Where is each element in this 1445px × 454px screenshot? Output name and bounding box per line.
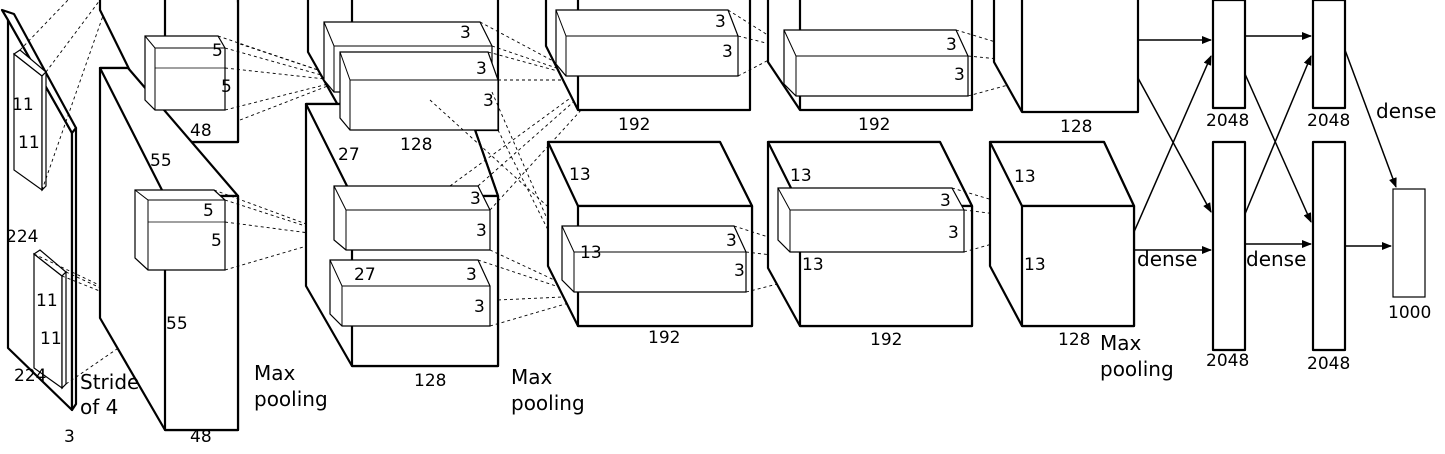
pool2-label-line1: Max (511, 365, 553, 389)
input-kernel-bottom-width: 11 (40, 329, 62, 349)
conv2-kernel-top-b-width: 3 (483, 91, 494, 111)
conv1-labels: 5 5 48 55 5 5 55 Max pooling 48 (150, 41, 328, 447)
conv5-bottom-depth: 128 (1058, 330, 1090, 350)
fc7-bottom-size: 2048 (1307, 354, 1350, 374)
input-channels-label: 3 (64, 427, 75, 447)
output-size: 1000 (1388, 303, 1431, 323)
input-width-label: 224 (14, 366, 46, 386)
conv4-labels: 3 3 192 13 3 3 13 192 (790, 35, 965, 350)
conv2-kernel-bottom-b-width: 3 (474, 297, 485, 317)
dense-label-fc7: dense (1246, 247, 1306, 271)
input-labels: 11 11 224 11 11 224 Stride of 4 3 (6, 95, 139, 447)
conv2-kernel-top-a-height: 3 (460, 23, 471, 43)
conv1-target-label: 55 (166, 314, 188, 334)
conv4-kernel-bottom-height: 3 (940, 191, 951, 211)
conv4-kernel-top-height: 3 (946, 35, 957, 55)
dense-label-output: dense (1376, 99, 1436, 123)
fc7-top-size: 2048 (1307, 111, 1350, 131)
fc7-top-bar (1311, 0, 1347, 110)
input-dashed-connections (19, 0, 171, 385)
conv3-kernel-bottom-height: 3 (726, 231, 737, 251)
input-kernel-bottom-height: 11 (36, 291, 58, 311)
input-kernel-top-width: 11 (18, 133, 40, 153)
pool5-label-line1: Max (1100, 331, 1142, 355)
conv2-kernels-top (323, 21, 499, 131)
conv3-kernel-top (555, 9, 739, 77)
dense-labels: 2048 2048 dense dense dense 1000 2048 20… (1137, 99, 1436, 374)
stride-label-line1: Stride (80, 370, 139, 394)
dense-arrows (1133, 32, 1397, 254)
conv2-inner-label: 27 (354, 265, 376, 285)
conv3-kernel-bottom-width: 3 (734, 261, 745, 281)
conv5-inner-label: 13 (1024, 255, 1046, 275)
fc6-bottom-bar (1211, 140, 1247, 352)
pool5-label-line2: pooling (1100, 357, 1174, 381)
conv5-top-volume (992, 0, 1140, 114)
conv5-spatial-label: 13 (1014, 167, 1036, 187)
conv4-kernel-top (783, 29, 969, 97)
output-bar (1392, 188, 1426, 298)
conv5-bottom-volume (988, 140, 1136, 328)
input-kernel-bottom (32, 249, 67, 390)
conv2-kernel-top-a-width: 3 (476, 59, 487, 79)
conv3-kernel-top-width: 3 (722, 42, 733, 62)
conv2-kernel-bottom-a-width: 3 (476, 221, 487, 241)
conv5-top-depth: 128 (1060, 117, 1092, 137)
conv1-spatial-label: 55 (150, 151, 172, 171)
input-height-label: 224 (6, 227, 38, 247)
conv2-kernel-bottom-b-height: 3 (466, 265, 477, 285)
conv3-spatial-label: 13 (569, 165, 591, 185)
conv2-top-depth: 128 (400, 135, 432, 155)
pool1-label-line2: pooling (254, 387, 328, 411)
pool1-label-line1: Max (254, 361, 296, 385)
fc6-bottom-size: 2048 (1206, 351, 1249, 371)
dense-label-fc6: dense (1137, 247, 1197, 271)
input-kernel-top-height: 11 (12, 95, 34, 115)
fc7-bottom-bar (1311, 140, 1347, 352)
conv3-kernel-top-height: 3 (715, 12, 726, 32)
conv1-kernel-bottom-width: 5 (211, 231, 222, 251)
conv4-kernel-bottom (777, 187, 965, 253)
conv4-spatial-label: 13 (790, 166, 812, 186)
conv4-bottom-depth: 192 (870, 330, 902, 350)
conv2-bottom-depth: 128 (414, 371, 446, 391)
conv5-labels: 128 13 13 128 Max pooling (1014, 117, 1174, 381)
conv1-kernel-top-width: 5 (221, 77, 232, 97)
conv3-top-depth: 192 (618, 115, 650, 135)
conv4-top-depth: 192 (858, 115, 890, 135)
conv4-inner-label: 13 (802, 255, 824, 275)
conv2-spatial-label: 27 (338, 145, 360, 165)
pool2-label-line2: pooling (511, 391, 585, 415)
conv4-kernel-top-width: 3 (954, 65, 965, 85)
conv4-kernel-bottom-width: 3 (948, 223, 959, 243)
stride-label-line2: of 4 (80, 395, 118, 419)
conv3-labels: 3 3 192 13 3 3 13 192 (569, 12, 745, 348)
conv2-labels: 3 3 3 3 128 27 3 3 27 3 3 128 Max poolin… (338, 23, 585, 415)
conv1-kernel-bottom (134, 189, 226, 271)
conv1-top-depth: 48 (190, 121, 212, 141)
conv1-kernel-bottom-height: 5 (203, 201, 214, 221)
conv1-bottom-depth: 48 (190, 427, 212, 447)
conv2-kernel-bottom-a-height: 3 (470, 189, 481, 209)
fc6-top-bar (1211, 0, 1247, 110)
input-kernel-top (12, 49, 47, 192)
conv3-inner-label: 13 (580, 243, 602, 263)
fc6-top-size: 2048 (1206, 111, 1249, 131)
conv1-kernel-top-height: 5 (212, 41, 223, 61)
conv3-bottom-depth: 192 (648, 328, 680, 348)
